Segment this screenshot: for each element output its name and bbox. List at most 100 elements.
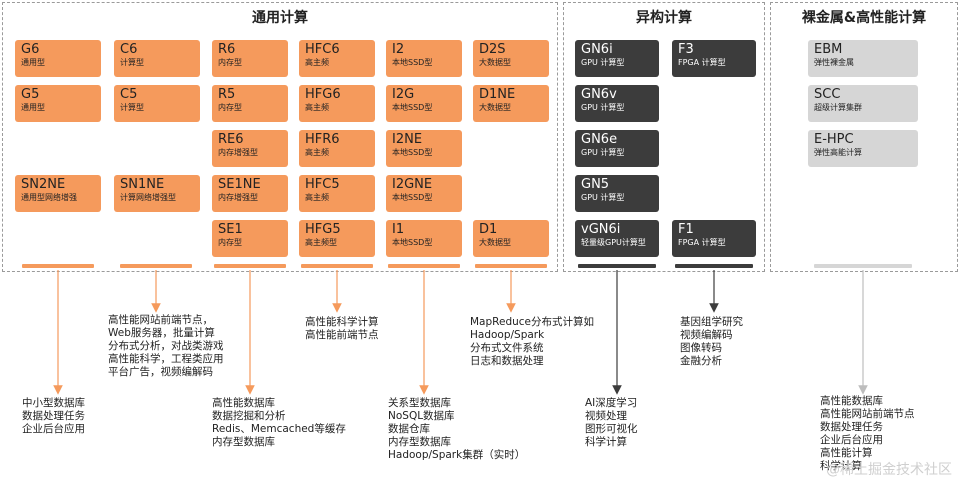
- card-subtitle: 高主频型: [305, 238, 337, 248]
- usecase-localssd: 关系型数据库 NoSQL数据库 数据仓库 内存型数据库 Hadoop/Spark…: [388, 397, 526, 461]
- card-title: G6: [21, 42, 40, 57]
- card-title: I2G: [392, 87, 415, 102]
- card-subtitle: 通用型网络增强: [21, 193, 77, 203]
- card-title: HFR6: [305, 132, 340, 147]
- card-title: EBM: [814, 42, 843, 57]
- card-subtitle: 高主频: [305, 103, 329, 113]
- usecase-general: 中小型数据库 数据处理任务 企业后台应用: [22, 397, 85, 435]
- column-bar-general: [22, 264, 94, 268]
- card-title: D1NE: [479, 87, 516, 102]
- general-computing-panel: [2, 2, 558, 272]
- column-bar-fpga: [675, 264, 753, 268]
- card-title: C5: [120, 87, 138, 102]
- card-subtitle: 高主频: [305, 58, 329, 68]
- card-subtitle: 大数据型: [479, 238, 511, 248]
- card-subtitle: 计算型: [120, 58, 144, 68]
- card-title: G5: [21, 87, 40, 102]
- card-title: I2NE: [392, 132, 423, 147]
- card-title: GN6v: [581, 87, 617, 102]
- card-subtitle: GPU 计算型: [581, 193, 625, 203]
- card-subtitle: 内存型: [218, 58, 242, 68]
- heterogeneous-computing-panel: [563, 2, 765, 272]
- usecase-compute: 高性能网站前端节点， Web服务器，批量计算 分布式分析，对战类游戏 高性能科学…: [108, 314, 224, 378]
- usecase-memory: 高性能数据库 数据挖掘和分析 Redis、Memcached等缓存 内存型数据库: [212, 397, 346, 448]
- card-subtitle: GPU 计算型: [581, 58, 625, 68]
- card-subtitle: 通用型: [21, 58, 45, 68]
- column-bar-gpu: [578, 264, 656, 268]
- card-subtitle: 高主频: [305, 193, 329, 203]
- column-bar-hpc: [814, 264, 912, 268]
- card-title: RE6: [218, 132, 244, 147]
- usecase-fpga: 基因组学研究 视频编解码 图像转码 金融分析: [680, 316, 743, 367]
- heterogeneous-computing-title: 异构计算: [636, 10, 692, 26]
- card-subtitle: 通用型: [21, 103, 45, 113]
- card-subtitle: 大数据型: [479, 103, 511, 113]
- usecase-gpu: AI深度学习 视频处理 图形可视化 科学计算: [585, 397, 638, 448]
- card-title: SN2NE: [21, 177, 66, 192]
- card-subtitle: GPU 计算型: [581, 148, 625, 158]
- card-subtitle: 高主频: [305, 148, 329, 158]
- card-title: D1: [479, 222, 498, 237]
- card-subtitle: 本地SSD型: [392, 103, 433, 113]
- card-subtitle: 弹性裸金属: [814, 58, 854, 68]
- card-subtitle: 内存增强型: [218, 193, 258, 203]
- usecase-highfreq: 高性能科学计算 高性能前端节点: [305, 316, 379, 341]
- card-subtitle: 计算网络增强型: [120, 193, 176, 203]
- column-bar-memory: [214, 264, 286, 268]
- card-subtitle: FPGA 计算型: [678, 238, 726, 248]
- card-title: HFG5: [305, 222, 341, 237]
- card-title: E-HPC: [814, 132, 854, 147]
- watermark: @稀土掘金技术社区: [826, 462, 952, 478]
- card-title: F1: [678, 222, 694, 237]
- card-subtitle: 超级计算集群: [814, 103, 862, 113]
- card-title: I1: [392, 222, 405, 237]
- card-title: GN6e: [581, 132, 618, 147]
- card-subtitle: 弹性高能计算: [814, 148, 862, 158]
- card-title: D2S: [479, 42, 506, 57]
- card-title: GN6i: [581, 42, 613, 57]
- card-subtitle: GPU 计算型: [581, 103, 625, 113]
- card-subtitle: 内存增强型: [218, 148, 258, 158]
- card-title: SE1: [218, 222, 243, 237]
- card-subtitle: 大数据型: [479, 58, 511, 68]
- card-title: HFG6: [305, 87, 341, 102]
- card-subtitle: 计算型: [120, 103, 144, 113]
- general-computing-title: 通用计算: [252, 10, 308, 26]
- card-title: F3: [678, 42, 694, 57]
